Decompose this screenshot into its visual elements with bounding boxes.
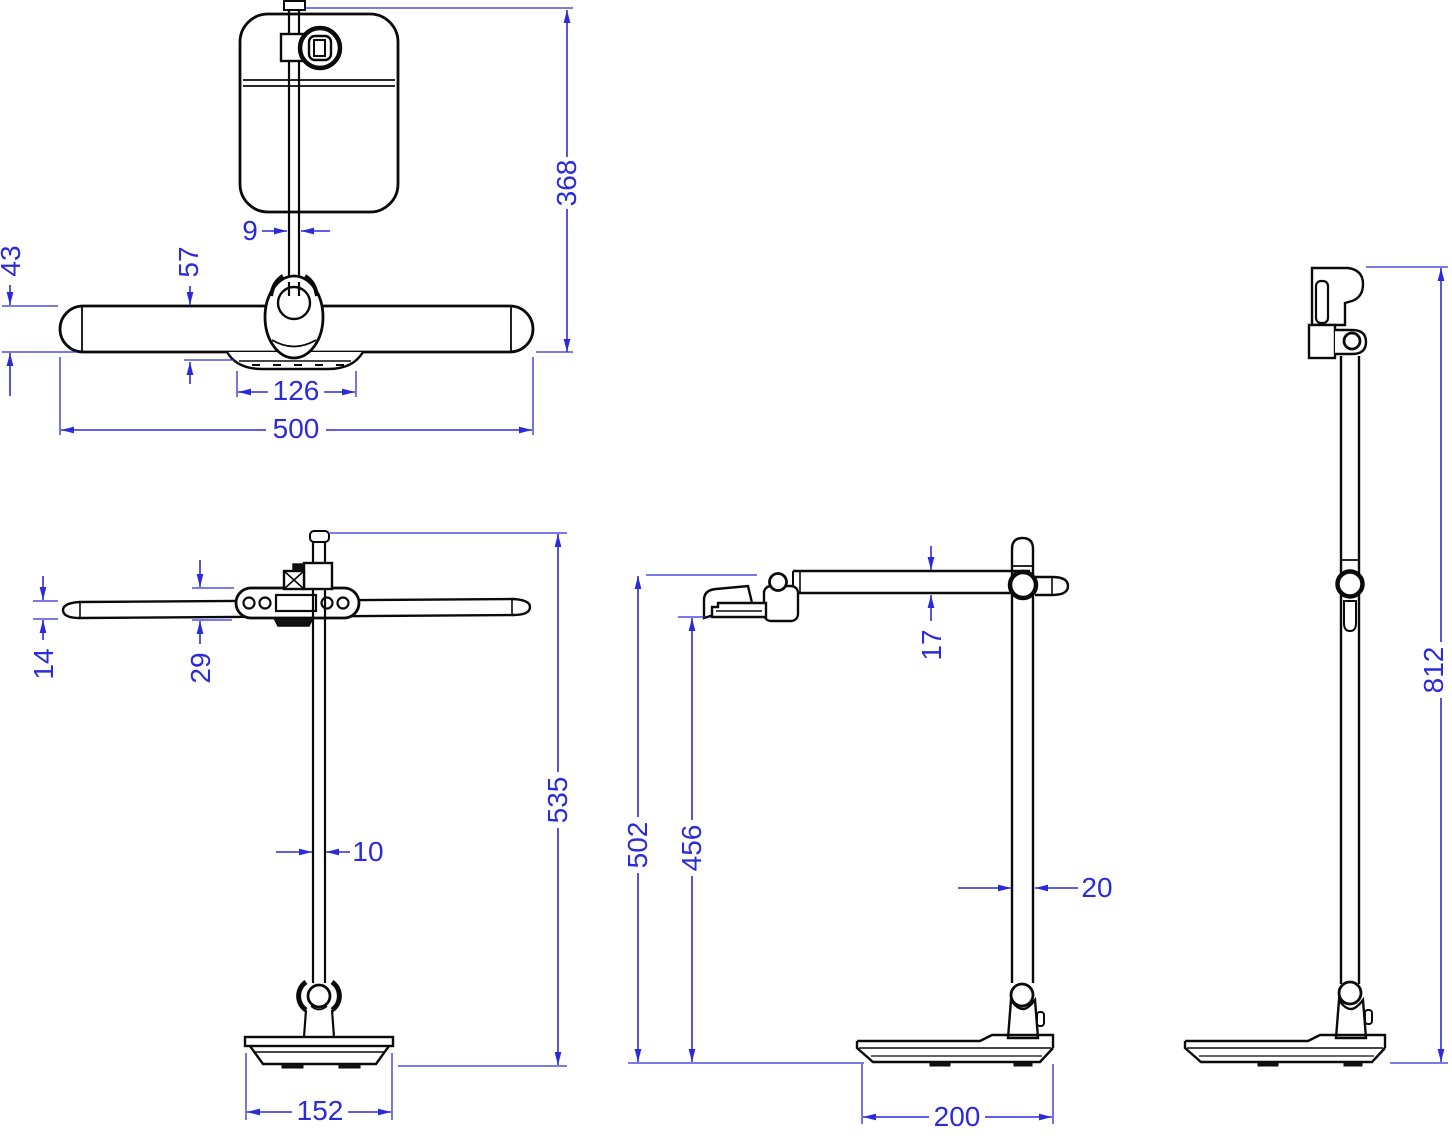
dim-14 (33, 576, 58, 640)
head-pivot (768, 572, 788, 592)
base-front-top (243, 1035, 395, 1048)
dim-535 (330, 532, 567, 1067)
under-shade-bump (272, 617, 315, 627)
hinge-flange-left (296, 979, 308, 1013)
hinge-neck (330, 1009, 336, 1038)
dim-label-arm-thickness: 17 (916, 629, 947, 661)
mid-joint-knob (1335, 569, 1365, 599)
shade-plate-side (710, 601, 768, 619)
lower-joint-pivot-ext (1337, 980, 1363, 1006)
dim-label-pole-depth: 20 (1081, 872, 1113, 903)
dim-label-rod-length: 368 (551, 159, 582, 207)
dim-368 (305, 7, 573, 353)
knob-inner (307, 34, 333, 62)
hinge-under-arc (310, 1005, 328, 1011)
hinge-neck (302, 1009, 308, 1038)
dim-500 (59, 357, 534, 435)
lower-joint-housing-ext (1334, 996, 1368, 1040)
base-ext-bottom (1183, 1041, 1386, 1064)
base-side-top (857, 1033, 1055, 1048)
front-view (61, 530, 532, 1069)
control-button (242, 596, 256, 610)
pole-cap-front (309, 530, 330, 543)
dim-label-bar-thickness: 14 (28, 648, 59, 680)
dim-456 (678, 616, 705, 1062)
swivel-joint-bore (276, 285, 312, 321)
shade-folded (1310, 266, 1365, 327)
dim-812 (1366, 266, 1448, 1064)
base-front-tray (249, 1045, 390, 1066)
rod-cap (283, 0, 306, 11)
swivel-joint-arc (271, 339, 317, 348)
dim-label-clearance-height: 456 (676, 824, 707, 872)
dim-label-head-thickness: 57 (173, 246, 204, 278)
side-view (702, 536, 1070, 1067)
lower-joint-pivot (1009, 982, 1035, 1008)
head-pivot-ext (1342, 331, 1362, 351)
display-window (274, 593, 318, 613)
hinge-pivot (306, 983, 332, 1009)
upper-joint-knob (1007, 569, 1039, 601)
shade-slot (1314, 279, 1330, 325)
power-button-ext (1364, 1009, 1373, 1025)
head-clamp-ext (1307, 323, 1337, 360)
dim-label-base-depth: 200 (933, 1101, 981, 1132)
bar-left-cap (61, 600, 81, 620)
dim-200 (861, 1064, 1054, 1124)
base-side-bottom (855, 1041, 1054, 1064)
dim-label-bar-width: 500 (272, 413, 320, 444)
dim-label-base-width: 152 (296, 1095, 344, 1126)
dim-502 (628, 574, 864, 1064)
dim-label-overall-height: 535 (542, 776, 573, 824)
dim-152 (245, 1053, 393, 1120)
clamp-hatch (283, 570, 305, 590)
dimension-lines (2, 7, 1448, 1124)
control-button (258, 596, 272, 610)
pole-cap-side (1010, 536, 1035, 566)
knob-slot (313, 39, 326, 57)
dim-label-head-height: 29 (185, 652, 216, 684)
dim-label-arm-top-height: 502 (622, 821, 653, 869)
clamp-block (292, 563, 305, 572)
dim-29 (192, 560, 234, 644)
extended-view (1183, 266, 1387, 1067)
dim-57 (184, 286, 234, 384)
base-foot (1257, 1061, 1279, 1067)
dim-43 (2, 285, 76, 396)
base-foot (338, 1063, 361, 1069)
base-foot (1013, 1061, 1033, 1067)
top-view (58, 0, 535, 371)
dim-label-max-height: 812 (1418, 646, 1449, 694)
control-button (320, 596, 334, 610)
control-button (336, 596, 350, 610)
dim-label-pole-width: 10 (352, 836, 384, 867)
base-foot (281, 1063, 304, 1069)
mid-joint-sleeve (1343, 600, 1357, 633)
swivel-joint-shoulder (303, 274, 319, 297)
base-top-outline (238, 12, 400, 214)
swivel-joint-shoulder (269, 274, 285, 297)
base-ext-top (1185, 1033, 1387, 1048)
dim-label-plate-width: 126 (272, 375, 320, 406)
dim-label-bar-height: 43 (0, 245, 26, 277)
upper-bracket (302, 561, 334, 591)
dim-label-rod-width: 9 (242, 215, 258, 246)
bar-right-cap (512, 597, 532, 617)
base-foot (929, 1061, 951, 1067)
base-foot (1343, 1061, 1363, 1067)
dim-126 (236, 371, 357, 397)
power-knob (297, 25, 343, 71)
power-button-side (1036, 1011, 1045, 1027)
hinge-flange-right (330, 979, 342, 1013)
